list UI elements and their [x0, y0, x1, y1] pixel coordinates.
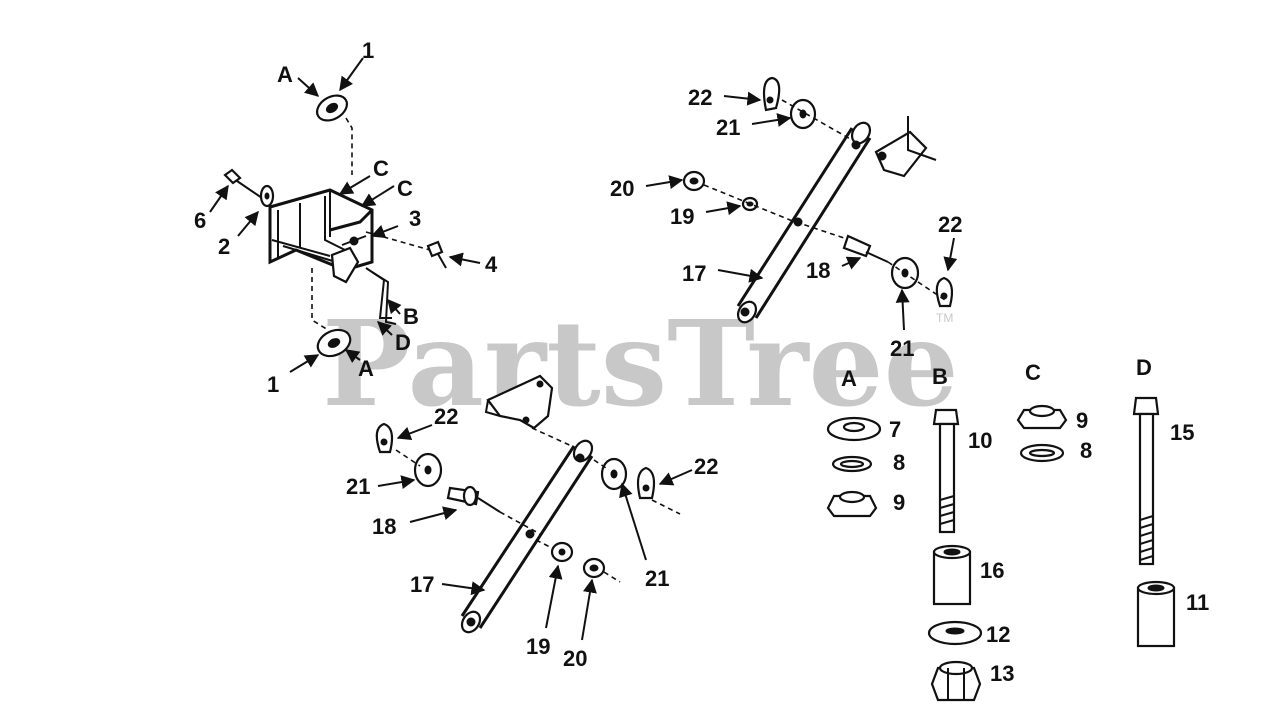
callout-1-bottom: 1	[267, 372, 279, 397]
group-C-part-8: 8	[1080, 438, 1092, 463]
callout-A-bottom: A	[358, 356, 374, 381]
group-D-part-11: 11	[1186, 590, 1209, 615]
callout-21-right-bot: 21	[890, 336, 914, 361]
hex-nut-9-A	[826, 490, 878, 518]
callout-21-left-bot: 21	[645, 566, 669, 591]
group-D-part-15: 15	[1170, 420, 1194, 445]
watermark-brand: PartsTree	[322, 294, 959, 433]
washer-21-lower	[600, 457, 628, 491]
group-B-header: B	[932, 364, 948, 389]
callout-20-left: 20	[563, 646, 587, 671]
linkage-upper-right	[682, 76, 954, 324]
hairpin-22-top	[762, 76, 781, 112]
washer-12	[927, 620, 983, 646]
callout-2: 2	[218, 234, 230, 259]
group-A-header: A	[841, 366, 857, 391]
bolt-6	[223, 168, 263, 199]
hairpin-22-lower	[636, 466, 656, 500]
group-B-part-13: 13	[990, 661, 1014, 686]
callout-A-top: A	[277, 62, 293, 87]
bolt-15	[1132, 396, 1160, 566]
castle-nut-13	[930, 660, 982, 702]
lockwasher-19-left	[550, 541, 574, 563]
leaders-upper-right	[645, 91, 958, 331]
callout-22-left-top: 22	[434, 404, 458, 429]
callout-1-top: 1	[362, 38, 374, 63]
callout-3: 3	[409, 206, 421, 231]
pin-18-left	[446, 485, 501, 513]
group-B-part-12: 12	[986, 622, 1010, 647]
callout-21-left: 21	[346, 474, 370, 499]
callout-D: D	[395, 330, 411, 355]
bolt-4	[426, 240, 447, 269]
hardware-group-D: D 15 11	[1132, 355, 1209, 648]
spacer-16	[932, 544, 972, 606]
group-B-part-10: 10	[968, 428, 992, 453]
group-C-header: C	[1025, 360, 1041, 385]
washer-2	[259, 184, 275, 208]
flat-washer-7	[826, 416, 882, 442]
bracket-assembly	[223, 94, 447, 358]
bushing-bottom	[316, 328, 352, 358]
bracket-3	[268, 188, 374, 284]
callout-22-left-side: 22	[694, 454, 718, 479]
hairpin-22-left	[375, 422, 394, 454]
callout-6: 6	[194, 208, 206, 233]
bracket-plate-lower	[484, 374, 554, 430]
callout-20-right: 20	[610, 176, 634, 201]
callout-C-first: C	[373, 156, 389, 181]
link-arm-17-left	[460, 439, 594, 634]
group-B-part-16: 16	[980, 558, 1004, 583]
hex-nut-9-C	[1016, 404, 1068, 430]
leaders-upper-left	[209, 57, 481, 373]
nut-20-left	[582, 557, 606, 579]
callout-C-second: C	[397, 176, 413, 201]
bolt-10	[932, 408, 960, 534]
callout-17-left: 17	[410, 572, 434, 597]
callout-21-right-top: 21	[716, 115, 740, 140]
callout-B: B	[403, 304, 419, 329]
hardware-group-A: A 7 8 9	[826, 366, 905, 518]
bushing-top	[315, 94, 349, 122]
washer-21-left	[413, 452, 443, 488]
group-A-part-8: 8	[893, 450, 905, 475]
callout-18-left: 18	[372, 514, 396, 539]
group-A-part-7: 7	[889, 417, 901, 442]
group-D-header: D	[1136, 355, 1152, 380]
washer-21-top	[789, 98, 817, 130]
spacer-11	[1136, 580, 1176, 648]
linkage-lower-left	[375, 374, 681, 634]
watermark-trademark: TM	[936, 311, 953, 325]
lock-washer-8-A	[831, 455, 873, 473]
leaders-lower-left	[377, 424, 693, 641]
callout-17-right: 17	[682, 261, 706, 286]
callout-19-left: 19	[526, 634, 550, 659]
callout-22-right-top: 22	[688, 85, 712, 110]
hairpin-22-right	[935, 276, 954, 308]
callout-19-right: 19	[670, 204, 694, 229]
callout-22-right-side: 22	[938, 212, 962, 237]
hardware-group-B: B 10 16 12 13	[927, 364, 1014, 702]
nut-20-right	[682, 170, 706, 192]
hardware-group-C: C 9 8	[1016, 360, 1092, 463]
group-C-part-9: 9	[1076, 408, 1088, 433]
lock-washer-8-C	[1019, 443, 1065, 463]
callout-4: 4	[485, 252, 498, 277]
pin-18-right	[842, 234, 889, 263]
group-A-part-9: 9	[893, 490, 905, 515]
callout-18-right: 18	[806, 258, 830, 283]
bell-crank	[874, 116, 937, 178]
